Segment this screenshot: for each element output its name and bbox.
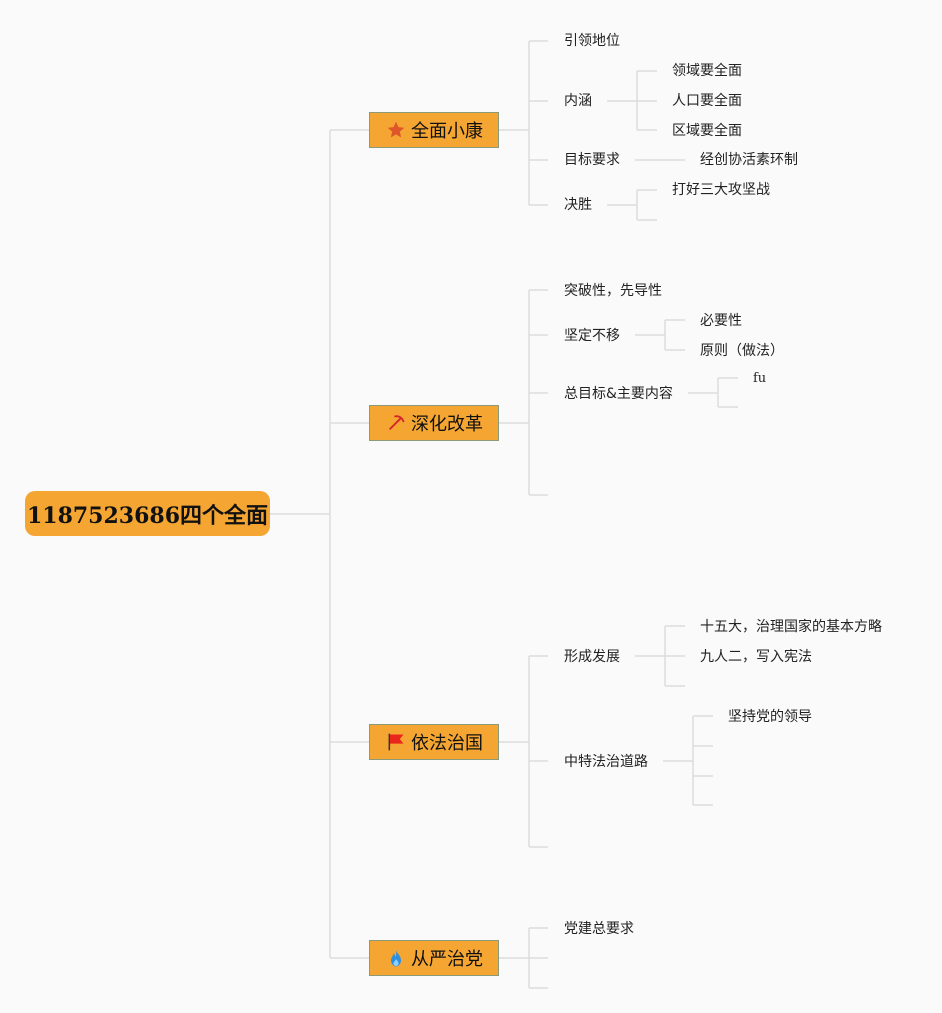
topic-xingcheng-fazhan[interactable]: 形成发展 xyxy=(564,649,620,665)
root-topic-label: 1187523686四个全面 xyxy=(26,502,269,529)
flame-icon xyxy=(385,947,407,969)
branch-congyan-zhidang[interactable]: 从严治党 xyxy=(369,940,499,976)
root-topic[interactable]: 1187523686四个全面 xyxy=(25,491,270,536)
branch-label: 深化改革 xyxy=(411,414,483,435)
branch-quanmian-xiaokang[interactable]: 全面小康 xyxy=(369,112,499,148)
topic-juesheng[interactable]: 决胜 xyxy=(564,197,592,213)
branch-shenhua-gaige[interactable]: 深化改革 xyxy=(369,405,499,441)
topic-lingyu[interactable]: 领域要全面 xyxy=(672,63,742,79)
topic-yinling-diwei[interactable]: 引领地位 xyxy=(564,33,620,49)
branch-label: 全面小康 xyxy=(411,121,483,142)
topic-jianding-buyi[interactable]: 坚定不移 xyxy=(564,328,620,344)
topic-zongmubiao[interactable]: 总目标&主要内容 xyxy=(564,386,673,402)
topic-quyu[interactable]: 区域要全面 xyxy=(672,123,742,139)
topic-zhongte-fazhi[interactable]: 中特法治道路 xyxy=(564,754,648,770)
topic-fu[interactable]: fu xyxy=(753,371,767,386)
topic-renkou[interactable]: 人口要全面 xyxy=(672,93,742,109)
topic-yuanze[interactable]: 原则（做法） xyxy=(700,343,784,359)
branch-yifa-zhiguo[interactable]: 依法治国 xyxy=(369,724,499,760)
flag-icon xyxy=(385,731,407,753)
topic-tupoxing[interactable]: 突破性，先导性 xyxy=(564,283,662,299)
branch-label: 从严治党 xyxy=(411,949,483,970)
topic-gongjianzhan[interactable]: 打好三大攻坚战 xyxy=(672,182,770,198)
topic-biyaoxing[interactable]: 必要性 xyxy=(700,313,742,329)
topic-jingchuang[interactable]: 经创协活素环制 xyxy=(700,152,798,168)
branch-label: 依法治国 xyxy=(411,733,483,754)
topic-mubiao-yaoqiu[interactable]: 目标要求 xyxy=(564,152,620,168)
topic-neihan[interactable]: 内涵 xyxy=(564,93,592,109)
topic-shiwuda[interactable]: 十五大，治理国家的基本方略 xyxy=(700,619,882,635)
topic-jiuren-er[interactable]: 九人二，写入宪法 xyxy=(700,649,812,665)
topic-dangjian-zongyaoqiu[interactable]: 党建总要求 xyxy=(564,921,634,937)
topic-jianchi-lingdao[interactable]: 坚持党的领导 xyxy=(728,709,812,725)
pickaxe-icon xyxy=(385,412,407,434)
star-icon xyxy=(385,119,407,141)
